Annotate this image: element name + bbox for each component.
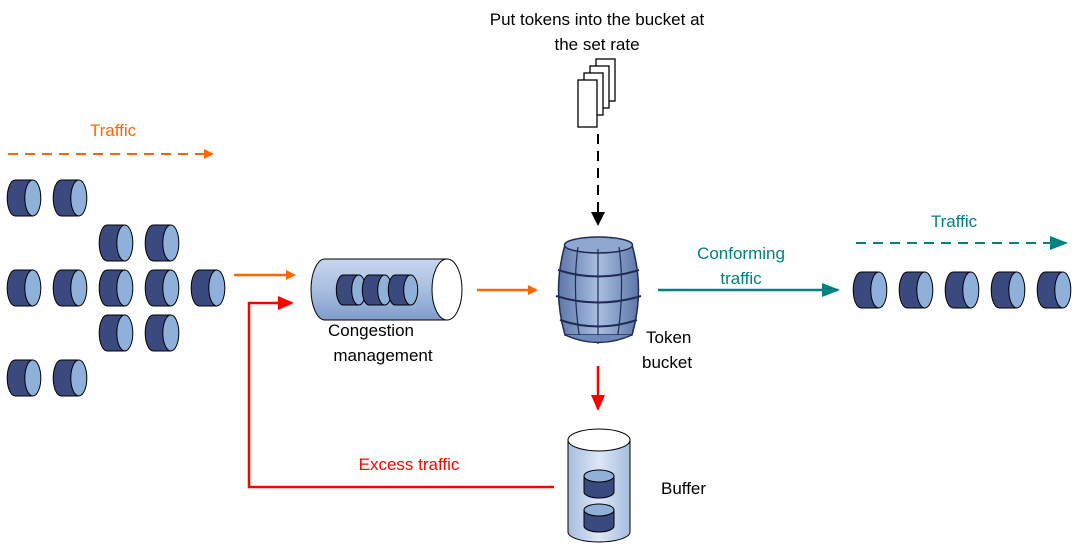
buffer-label: Buffer [661, 479, 706, 498]
packet [990, 271, 1026, 309]
traffic-in-label: Traffic [90, 121, 137, 140]
traffic-out-label: Traffic [931, 212, 978, 231]
token-bucket-barrel [555, 236, 642, 344]
congestion-label-line2: management [333, 346, 433, 365]
packet [52, 359, 88, 397]
packet [98, 314, 134, 352]
token-source-label-line1: Put tokens into the bucket at [490, 10, 705, 29]
excess-traffic-label: Excess traffic [359, 455, 460, 474]
congestion-label-line1: Congestion [328, 321, 414, 340]
buffer-cylinder [567, 428, 631, 543]
packet [144, 314, 180, 352]
packet [6, 269, 42, 307]
packet [6, 179, 42, 217]
packet [361, 274, 393, 306]
packet [6, 359, 42, 397]
congestion-queue [310, 258, 463, 321]
packet [52, 269, 88, 307]
outgoing-packets [852, 271, 1072, 309]
packet [583, 469, 615, 499]
token-source-label-line2: the set rate [554, 35, 639, 54]
excess-traffic-return-arrow [247, 296, 554, 489]
packet [583, 503, 615, 533]
packet [1036, 271, 1072, 309]
conforming-label-line2: traffic [720, 269, 762, 288]
conforming-label-line1: Conforming [697, 244, 785, 263]
packet [852, 271, 888, 309]
token-bucket-label-line2: bucket [642, 353, 692, 372]
packet [190, 269, 226, 307]
packet [944, 271, 980, 309]
incoming-packets [6, 179, 226, 397]
packet [335, 274, 367, 306]
tokens-icon [577, 58, 616, 128]
token-bucket-label-line1: Token [646, 328, 691, 347]
packet [98, 224, 134, 262]
packet [98, 269, 134, 307]
queue-packets [335, 274, 419, 306]
buffer-packets [583, 469, 615, 533]
packet [898, 271, 934, 309]
packet [52, 179, 88, 217]
packet [144, 224, 180, 262]
packet [387, 274, 419, 306]
packet [144, 269, 180, 307]
